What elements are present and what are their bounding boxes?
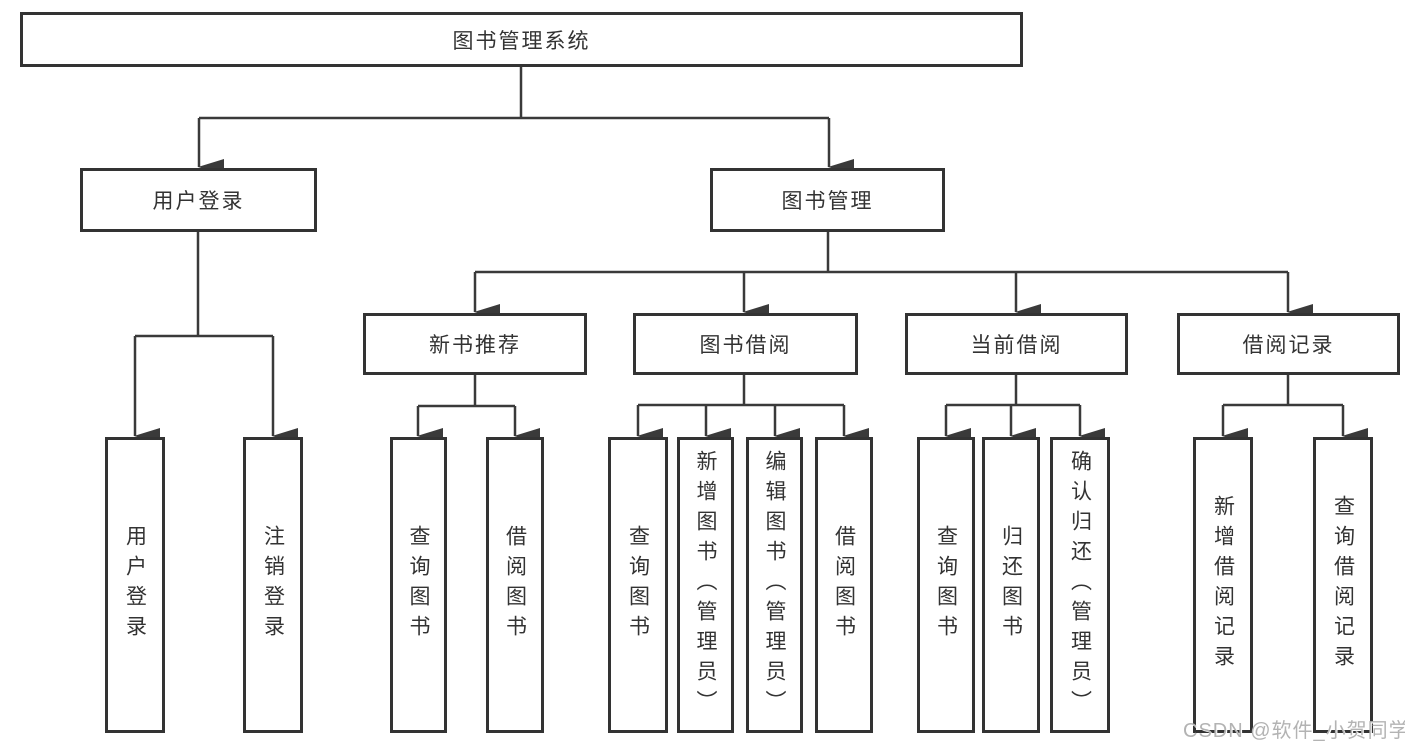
leaf-logout-label: 注销登录 — [261, 525, 285, 645]
leaf-recommend-borrow-books: 借阅图书 — [486, 437, 544, 733]
leaf-logout: 注销登录 — [243, 437, 303, 733]
node-borrow-records-label: 借阅记录 — [1242, 334, 1335, 357]
leaf-records-add: 新增借阅记录 — [1193, 437, 1253, 733]
leaf-current-confirm-return-admin-label: 确认归还（管理员） — [1068, 450, 1092, 720]
leaf-records-query-label: 查询借阅记录 — [1331, 495, 1355, 675]
leaf-borrow-query-books-label: 查询图书 — [626, 525, 650, 645]
leaf-borrow-add-books-admin-label: 新增图书（管理员） — [694, 450, 717, 720]
node-book-management-label: 图书管理 — [781, 190, 874, 213]
leaf-borrow-edit-books-admin-label: 编辑图书（管理员） — [763, 450, 786, 720]
node-root-system: 图书管理系统 — [20, 12, 1023, 67]
node-current-borrow: 当前借阅 — [905, 313, 1128, 375]
connectors-current-children — [944, 375, 1105, 444]
leaf-current-confirm-return-admin: 确认归还（管理员） — [1050, 437, 1110, 733]
leaf-recommend-borrow-books-label: 借阅图书 — [503, 525, 527, 645]
connectors-user-login-children — [133, 232, 298, 444]
leaf-current-return-books-label: 归还图书 — [999, 525, 1023, 645]
node-book-borrow-label: 图书借阅 — [699, 334, 792, 357]
leaf-current-query-books-label: 查询图书 — [934, 525, 958, 645]
connectors-book-mgmt-children — [473, 232, 1313, 320]
leaf-records-add-label: 新增借阅记录 — [1211, 495, 1235, 675]
leaf-user-login-label: 用户登录 — [123, 525, 147, 645]
leaf-borrow-borrow-books: 借阅图书 — [815, 437, 873, 733]
connectors-new-rec-children — [416, 375, 540, 444]
leaf-records-query: 查询借阅记录 — [1313, 437, 1373, 733]
node-user-login-label: 用户登录 — [152, 190, 245, 213]
leaf-recommend-query-books: 查询图书 — [390, 437, 447, 733]
connectors-records-children — [1221, 375, 1368, 444]
leaf-current-query-books: 查询图书 — [917, 437, 975, 733]
leaf-current-return-books: 归还图书 — [982, 437, 1040, 733]
leaf-borrow-borrow-books-label: 借阅图书 — [832, 525, 856, 645]
node-user-login: 用户登录 — [80, 168, 317, 232]
node-root-label: 图书管理系统 — [452, 29, 591, 53]
leaf-recommend-query-books-label: 查询图书 — [407, 525, 430, 645]
leaf-borrow-query-books: 查询图书 — [608, 437, 668, 733]
node-new-book-recommend: 新书推荐 — [363, 313, 587, 375]
leaf-user-login: 用户登录 — [105, 437, 165, 733]
node-book-management: 图书管理 — [710, 168, 945, 232]
connectors-root-to-level2 — [197, 67, 854, 175]
connectors-borrow-children — [636, 375, 869, 444]
node-current-borrow-label: 当前借阅 — [970, 334, 1063, 357]
node-book-borrow: 图书借阅 — [633, 313, 858, 375]
csdn-watermark: CSDN @软件_小贺同学 — [1183, 720, 1405, 742]
leaf-borrow-add-books-admin: 新增图书（管理员） — [677, 437, 734, 733]
node-borrow-records: 借阅记录 — [1177, 313, 1400, 375]
leaf-borrow-edit-books-admin: 编辑图书（管理员） — [746, 437, 803, 733]
node-new-book-recommend-label: 新书推荐 — [429, 334, 521, 357]
